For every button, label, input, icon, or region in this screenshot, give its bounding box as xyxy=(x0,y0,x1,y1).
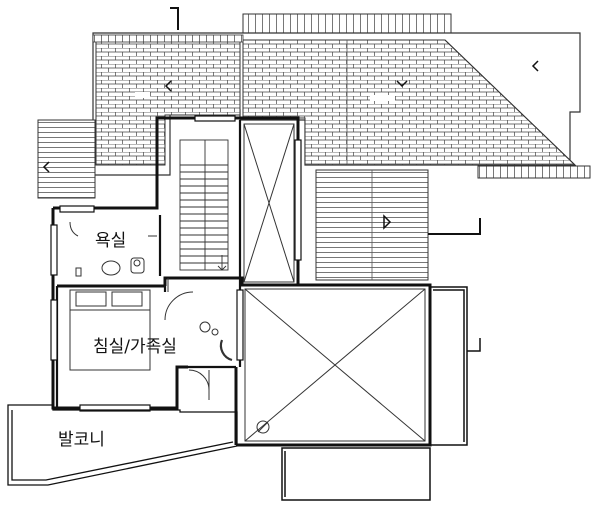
slope-arrows xyxy=(42,60,539,230)
bathroom-fixtures xyxy=(69,221,157,277)
toilet-icon xyxy=(130,257,145,274)
roof xyxy=(92,7,591,179)
left-eave xyxy=(37,119,96,199)
stairs xyxy=(179,139,229,271)
door-swings xyxy=(164,278,233,400)
void-panels xyxy=(243,123,426,442)
windows xyxy=(50,115,302,412)
right-balcony xyxy=(281,286,481,501)
arrow-icon xyxy=(383,214,392,230)
exterior-walls xyxy=(51,116,432,447)
bed xyxy=(69,289,151,371)
balcony-label: 발코니 xyxy=(58,430,105,450)
sink-icon xyxy=(101,260,121,276)
bathroom-label: 욕실 xyxy=(95,231,126,251)
arrow-icon xyxy=(164,80,172,92)
right-deck xyxy=(315,169,481,281)
arrow-icon xyxy=(396,80,408,88)
arrow-icon xyxy=(531,60,539,72)
bedroom-label: 침실/가족실 xyxy=(93,337,177,357)
arrow-icon xyxy=(42,161,50,173)
drain-icon xyxy=(256,420,270,434)
balcony xyxy=(7,404,238,486)
